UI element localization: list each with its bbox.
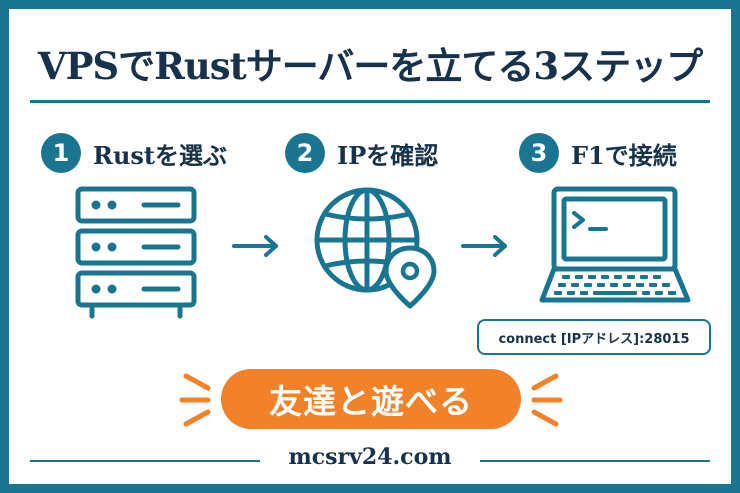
step-2: 2 IPを確認 [285, 131, 438, 175]
title-divider [30, 100, 710, 103]
step-3: 3 F1で接続 [519, 131, 677, 175]
sparkle-lines-right-icon [531, 373, 563, 427]
page-title: VPSでRustサーバーを立てる3ステップ [37, 44, 703, 88]
footer-divider-right [480, 460, 710, 462]
footer-divider-left [30, 460, 260, 462]
arrow-right-icon [232, 235, 278, 257]
site-url-text: mcsrv24.com [276, 444, 464, 470]
laptop-terminal-icon [539, 186, 691, 303]
step-1: 1 Rustを選ぶ [41, 131, 227, 175]
site-url: mcsrv24.com [0, 444, 740, 470]
sparkle-lines-left-icon [179, 373, 211, 427]
globe-location-icon [314, 187, 437, 309]
step-1-label: Rustを選ぶ [93, 140, 227, 170]
step-1-number: 1 [41, 133, 81, 173]
connect-command-box: connect [IPアドレス]:28015 [477, 319, 711, 355]
step-3-number: 3 [519, 133, 559, 173]
step-2-label: IPを確認 [337, 140, 439, 170]
server-rack-icon [75, 186, 197, 319]
play-with-friends-banner: 友達と遊べる [221, 369, 521, 429]
arrow-right-icon [461, 235, 507, 257]
step-3-label: F1で接続 [571, 140, 677, 170]
step-2-number: 2 [285, 133, 325, 173]
